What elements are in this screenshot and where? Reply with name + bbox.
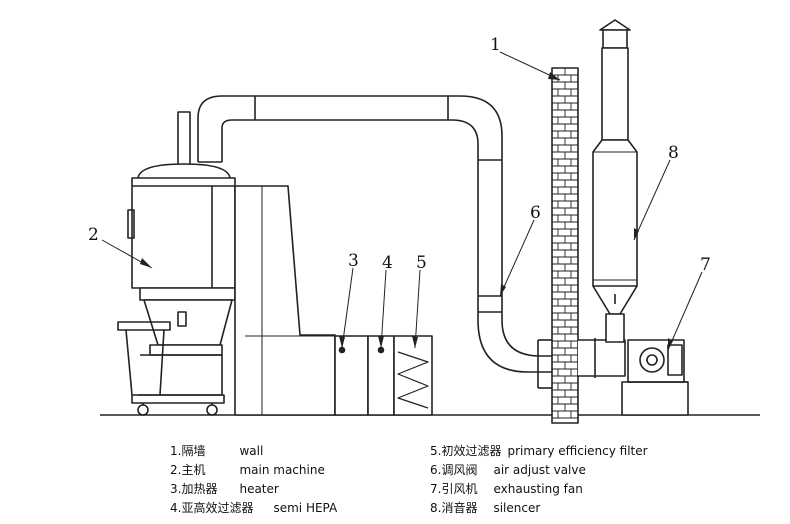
exhaust-duct [537, 338, 626, 389]
legend-en: main machine [239, 463, 325, 477]
legend-zh: 加热器 [181, 482, 218, 496]
legend-en: primary efficiency filter [507, 444, 648, 458]
brick-wall [551, 67, 579, 424]
legend-item-exhausting-fan: 7.引风机 exhausting fan [430, 480, 583, 497]
legend-num: 2. [170, 463, 182, 477]
legend-zh: 引风机 [441, 482, 478, 496]
legend-num: 6. [430, 463, 442, 477]
callout-2: 2 [88, 225, 99, 245]
primary-filter [393, 335, 433, 416]
legend-en: wall [239, 444, 264, 458]
leader-arrows [140, 72, 673, 350]
legend-num: 1. [170, 444, 182, 458]
legend-num: 5. [430, 444, 442, 458]
legend-item-wall: 1.隔墙 wall [170, 442, 263, 459]
air-duct [197, 95, 552, 373]
machine-frame [234, 185, 336, 416]
legend-num: 8. [430, 501, 442, 515]
legend-num: 7. [430, 482, 442, 496]
legend-num: 3. [170, 482, 182, 496]
main-machine [117, 111, 236, 416]
legend-item-air-adjust-valve: 6.调风阀 air adjust valve [430, 461, 586, 478]
callout-6: 6 [530, 203, 541, 223]
legend-zh: 主机 [181, 463, 206, 477]
legend-item-semi-hepa: 4.亚高效过滤器 semi HEPA [170, 499, 337, 516]
callout-4: 4 [382, 253, 393, 273]
legend-zh: 初效过滤器 [441, 444, 502, 458]
callout-5: 5 [416, 253, 427, 273]
legend-zh: 调风阀 [441, 463, 478, 477]
callout-1: 1 [490, 35, 501, 55]
exhaust-fan [621, 339, 689, 416]
callout-7: 7 [700, 255, 711, 275]
legend-item-silencer: 8.消音器 silencer [430, 499, 540, 516]
legend-en: silencer [493, 501, 541, 515]
legend-zh: 亚高效过滤器 [181, 501, 254, 515]
legend-en: heater [239, 482, 279, 496]
heater-unit [334, 335, 369, 416]
legend-item-main-machine: 2.主机 main machine [170, 461, 325, 478]
legend-en: air adjust valve [493, 463, 586, 477]
legend-item-primary-filter: 5.初效过滤器 primary efficiency filter [430, 442, 648, 459]
legend-num: 4. [170, 501, 182, 515]
callout-8: 8 [668, 143, 679, 163]
legend-en: semi HEPA [273, 501, 338, 515]
legend-zh: 消音器 [441, 501, 478, 515]
silencer [592, 19, 638, 343]
legend-item-heater: 3.加热器 heater [170, 480, 279, 497]
legend-en: exhausting fan [493, 482, 583, 496]
legend-zh: 隔墙 [181, 444, 206, 458]
callout-3: 3 [348, 251, 359, 271]
